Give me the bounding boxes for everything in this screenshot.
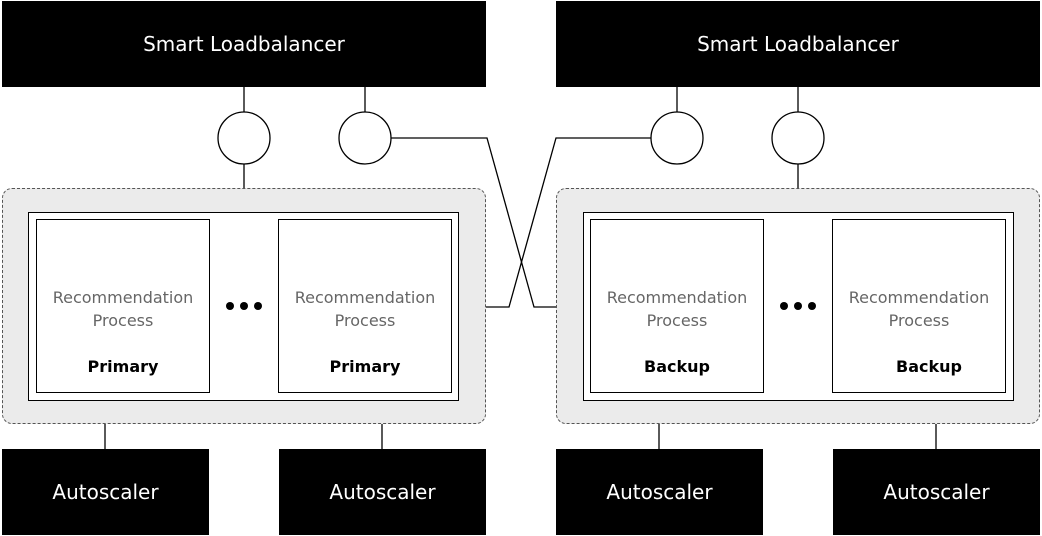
loadbalancer-label: Smart Loadbalancer: [143, 32, 345, 56]
autoscaler-box: Autoscaler: [279, 449, 486, 535]
process-box: Recommendation Process Backup: [832, 219, 1006, 393]
autoscaler-box: Autoscaler: [2, 449, 209, 535]
autoscaler-label: Autoscaler: [52, 480, 159, 504]
loadbalancer-box: Smart Loadbalancer: [556, 1, 1040, 87]
port-circle: [217, 111, 271, 165]
process-role: Primary: [329, 357, 401, 376]
loadbalancer-label: Smart Loadbalancer: [697, 32, 899, 56]
loadbalancer-box: Smart Loadbalancer: [2, 1, 486, 87]
ellipsis-icon: [780, 302, 816, 310]
autoscaler-label: Autoscaler: [883, 480, 990, 504]
process-role: Primary: [87, 357, 159, 376]
process-label: Recommendation Process: [606, 288, 748, 330]
port-circle: [771, 111, 825, 165]
process-label: Recommendation Process: [294, 288, 436, 330]
process-label: Recommendation Process: [848, 288, 990, 330]
port-circle: [650, 111, 704, 165]
autoscaler-box: Autoscaler: [556, 449, 763, 535]
autoscaler-box: Autoscaler: [833, 449, 1040, 535]
port-circle: [338, 111, 392, 165]
process-role: Backup: [896, 357, 962, 376]
process-box: Recommendation Process Primary: [36, 219, 210, 393]
process-role: Backup: [644, 357, 710, 376]
ellipsis-icon: [226, 302, 262, 310]
process-box: Recommendation Process Primary: [278, 219, 452, 393]
process-label: Recommendation Process: [52, 288, 194, 330]
autoscaler-label: Autoscaler: [606, 480, 713, 504]
process-box: Recommendation Process Backup: [590, 219, 764, 393]
autoscaler-label: Autoscaler: [329, 480, 436, 504]
